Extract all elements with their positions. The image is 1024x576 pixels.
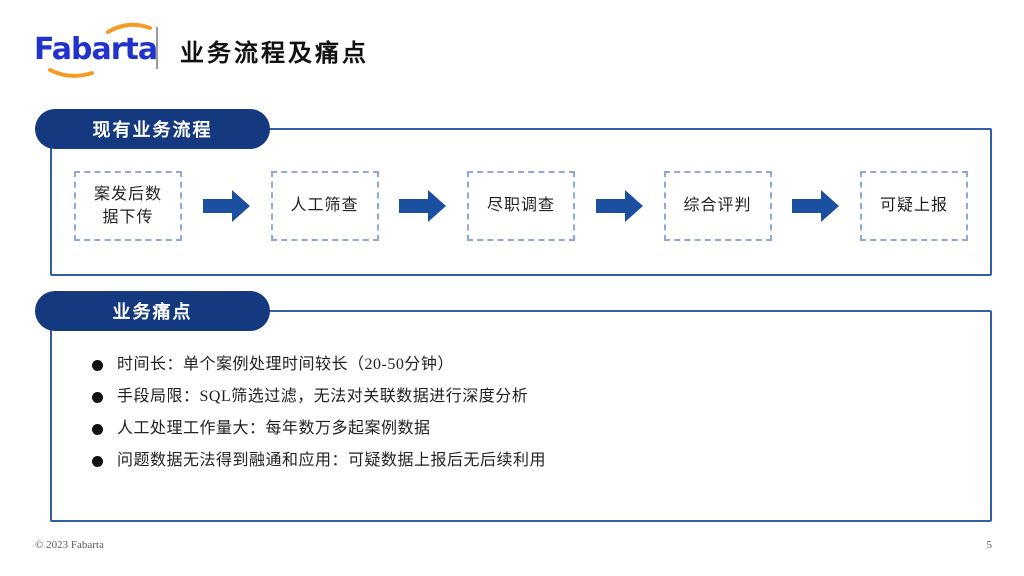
pain-item: 手段局限：SQL筛选过滤，无法对关联数据进行深度分析 [92,386,960,408]
pain-item-text: 人工处理工作量大：每年数万多起案例数据 [117,420,431,437]
bullet-dot-icon [92,424,103,435]
process-badge: 现有业务流程 [35,109,270,149]
pain-item-text: 时间长：单个案例处理时间较长（20-50分钟） [117,356,454,373]
flow-step-manual-screening: 人工筛查 [270,171,379,241]
bullet-dot-icon [92,392,103,403]
flow-arrow-icon [399,190,447,222]
pain-item-text: 问题数据无法得到融通和应用：可疑数据上报后无后续利用 [117,452,547,469]
process-section: 现有业务流程 案发后数 据下传 人工筛查 尽职调查 综合评判 可疑上报 [35,109,992,276]
pain-section: 业务痛点 时间长：单个案例处理时间较长（20-50分钟） 手段局限：SQL筛选过… [35,291,992,522]
flow-arrow-icon [595,190,643,222]
pain-badge: 业务痛点 [35,291,270,331]
pain-list: 时间长：单个案例处理时间较长（20-50分钟） 手段局限：SQL筛选过滤，无法对… [52,312,990,472]
flow-step-due-diligence: 尽职调查 [467,171,575,241]
logo-swoosh-icon [48,22,152,78]
logo-swoosh-top-icon [106,22,152,34]
flow-arrow-icon [202,190,250,222]
flow-step-comprehensive-judgement: 综合评判 [663,171,772,241]
page-number: 5 [986,539,993,551]
fabarta-logo: Fabarta [34,22,164,78]
bullet-dot-icon [92,360,103,371]
flow-step-suspicious-report: 可疑上报 [860,171,968,241]
logo-wordmark: Fabarta [34,32,158,67]
pain-item: 问题数据无法得到融通和应用：可疑数据上报后无后续利用 [92,450,960,472]
bullet-dot-icon [92,456,103,467]
flow-arrow-icon [792,190,840,222]
footer-copyright: © 2023 Fabarta [35,539,104,551]
flow-step-data-download: 案发后数 据下传 [74,171,182,241]
process-flow: 案发后数 据下传 人工筛查 尽职调查 综合评判 可疑上报 [74,171,968,241]
pain-item: 人工处理工作量大：每年数万多起案例数据 [92,418,960,440]
logo-swoosh-bottom-icon [48,68,94,78]
header-divider [156,27,158,69]
pain-item-text: 手段局限：SQL筛选过滤，无法对关联数据进行深度分析 [117,388,529,405]
pain-item: 时间长：单个案例处理时间较长（20-50分钟） [92,354,960,376]
page-title: 业务流程及痛点 [180,41,369,67]
